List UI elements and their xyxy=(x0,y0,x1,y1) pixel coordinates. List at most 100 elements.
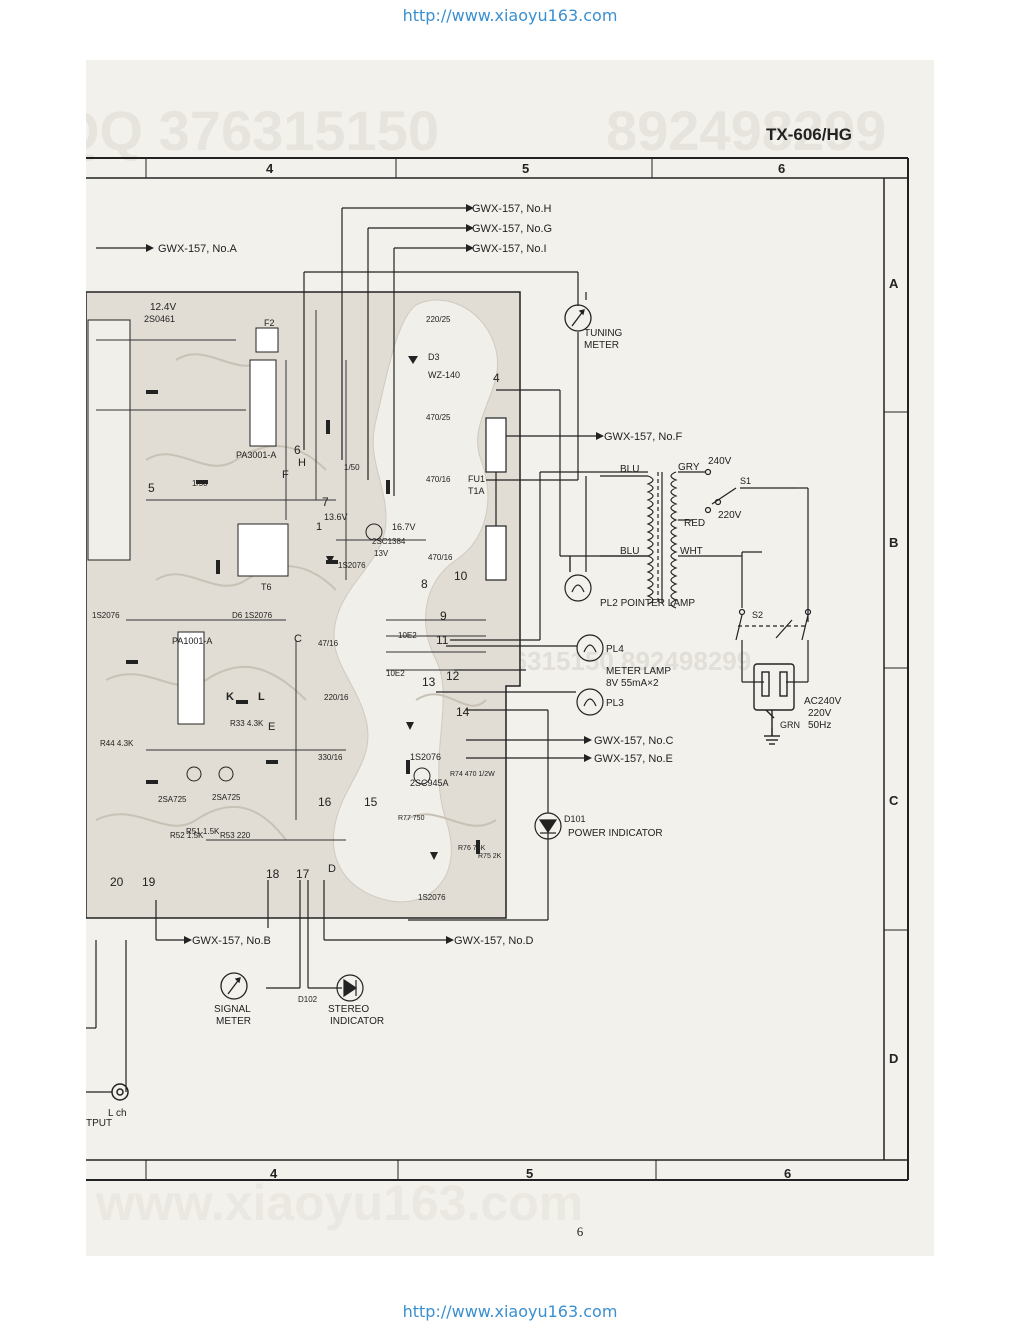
pl3-label: PL3 xyxy=(606,698,624,709)
node-h: H xyxy=(298,457,306,469)
lch-jack-icon xyxy=(111,1083,129,1101)
connector-gwx-g: GWX-157, No.G xyxy=(472,223,552,235)
node-9: 9 xyxy=(440,609,447,623)
row-label-b: B xyxy=(889,535,898,550)
node-16: 16 xyxy=(318,795,332,809)
power-indicator-ref: D101 xyxy=(564,814,586,824)
board-d10: 1S2076 xyxy=(418,893,446,902)
connector-gwx-i: GWX-157, No.I xyxy=(472,243,547,255)
node-d: D xyxy=(328,863,336,875)
ac-line-1: AC240V xyxy=(804,696,842,707)
board-q6: 2SC1384 xyxy=(372,537,406,546)
lch-label: L ch xyxy=(108,1108,127,1119)
connector-gwx-c: GWX-157, No.C xyxy=(594,735,674,747)
schematic-frame xyxy=(86,157,909,1181)
column-label-5-bottom: 5 xyxy=(526,1166,533,1181)
board-pa1001: PA1001-A xyxy=(172,636,212,646)
meter-lamp-spec: 8V 55mA×2 xyxy=(606,678,659,689)
board-r77: R77 750 xyxy=(398,815,425,822)
board-v13: 13V xyxy=(374,549,389,558)
d102-label: D102 xyxy=(298,995,318,1004)
connector-gwx-d: GWX-157, No.D xyxy=(454,935,534,947)
board-r51: R51 1.5K xyxy=(186,827,220,836)
board-c75: 470/16 xyxy=(428,553,453,562)
board-q4: 2S0461 xyxy=(144,314,175,324)
node-12: 12 xyxy=(446,669,460,683)
column-label-6: 6 xyxy=(778,161,785,176)
connector-gwx-a: GWX-157, No.A xyxy=(158,243,238,255)
board-q8: 2SA725 xyxy=(158,795,187,804)
node-e: E xyxy=(268,721,275,733)
node-k: K xyxy=(226,691,234,703)
wire-red: RED xyxy=(684,518,705,529)
node-15: 15 xyxy=(364,795,378,809)
ac-line-3: 50Hz xyxy=(808,720,831,731)
board-c76: 470/16 xyxy=(426,475,451,484)
watermark-number: 892498299 xyxy=(606,99,886,162)
node-c: C xyxy=(294,633,302,645)
column-label-4-bottom: 4 xyxy=(270,1166,278,1181)
node-10: 10 xyxy=(454,569,468,583)
tuning-meter-icon xyxy=(564,304,592,332)
board-f2: F2 xyxy=(264,318,275,328)
board-v167: 16.7V xyxy=(392,522,416,532)
board-c31: 1/50 xyxy=(192,479,208,488)
power-indicator-icon xyxy=(466,709,562,840)
node-18: 18 xyxy=(266,867,280,881)
board-d2: 10E2 xyxy=(398,631,417,640)
source-url-bottom[interactable]: http://www.xiaoyu163.com xyxy=(402,1302,618,1321)
board-r76: R76 75K xyxy=(458,845,486,852)
board-r74: R74 470 1/2W xyxy=(450,771,495,778)
ac-plug-icon xyxy=(753,663,795,745)
pointer-lamp-label: PL2 POINTER LAMP xyxy=(600,598,695,609)
power-indicator-label: POWER INDICATOR xyxy=(568,828,663,839)
schematic-sheet: QQ 376315150 892498299 www.xiaoyu163.com… xyxy=(56,60,934,1256)
node-17: 17 xyxy=(296,867,310,881)
column-label-6-bottom: 6 xyxy=(784,1166,791,1181)
node-4: 4 xyxy=(493,371,500,385)
node-6: 6 xyxy=(294,443,301,457)
board-t6: T6 xyxy=(261,582,272,592)
row-label-c: C xyxy=(889,793,899,808)
wire-blu-bottom: BLU xyxy=(620,546,639,557)
watermark-site: www.xiaoyu163.com xyxy=(95,1175,583,1231)
board-c32: 330/16 xyxy=(318,753,343,762)
board-c49: 220/16 xyxy=(324,693,349,702)
watermark-qq: QQ 376315150 xyxy=(86,99,439,162)
node-f: F xyxy=(282,469,289,481)
board-d6: D6 1S2076 xyxy=(232,611,273,620)
connector-gwx-f: GWX-157, No.F xyxy=(604,431,683,443)
signal-meter-icon xyxy=(220,972,248,1000)
model-title: TX-606/HG xyxy=(766,125,852,144)
transformer-icon xyxy=(600,468,796,609)
board-q12: 2SC945A xyxy=(410,778,449,788)
board-pa3001: PA3001-A xyxy=(236,450,276,460)
node-11: 11 xyxy=(436,633,449,647)
board-r44: R44 4.3K xyxy=(100,739,134,748)
external-wiring xyxy=(86,207,809,1093)
signal-meter-label: SIGNAL xyxy=(214,1004,251,1015)
connector-gwx-b: GWX-157, No.B xyxy=(192,935,271,947)
meter-lamp-icon xyxy=(576,634,604,662)
tuning-meter-label: TUNING xyxy=(584,328,623,339)
power-switch-icon xyxy=(735,608,812,641)
board-r53: R53 220 xyxy=(220,831,251,840)
board-wz140: WZ-140 xyxy=(428,370,460,380)
stereo-indicator-label-2: INDICATOR xyxy=(330,1016,384,1027)
node-20: 20 xyxy=(110,875,124,889)
stereo-indicator-label: STEREO xyxy=(328,1004,369,1015)
schematic-diagram: QQ 376315150 892498299 www.xiaoyu163.com… xyxy=(56,99,909,1231)
pointer-lamp-icon xyxy=(564,476,592,602)
node-13: 13 xyxy=(422,675,436,689)
connector-arrows xyxy=(146,204,604,944)
source-url-top[interactable]: http://www.xiaoyu163.com xyxy=(402,6,618,25)
fuse-ref: FU1 xyxy=(468,474,485,484)
meter-lamp-ref: PL4 xyxy=(606,644,624,655)
switch-s2: S2 xyxy=(752,610,763,620)
node-8: 8 xyxy=(421,577,428,591)
board-c33: 47/16 xyxy=(318,639,339,648)
board-c17: 220/25 xyxy=(426,315,451,324)
board-d9: 1S2076 xyxy=(410,752,441,762)
fuse-icon xyxy=(485,417,507,581)
ac-line-2: 220V xyxy=(808,708,832,719)
